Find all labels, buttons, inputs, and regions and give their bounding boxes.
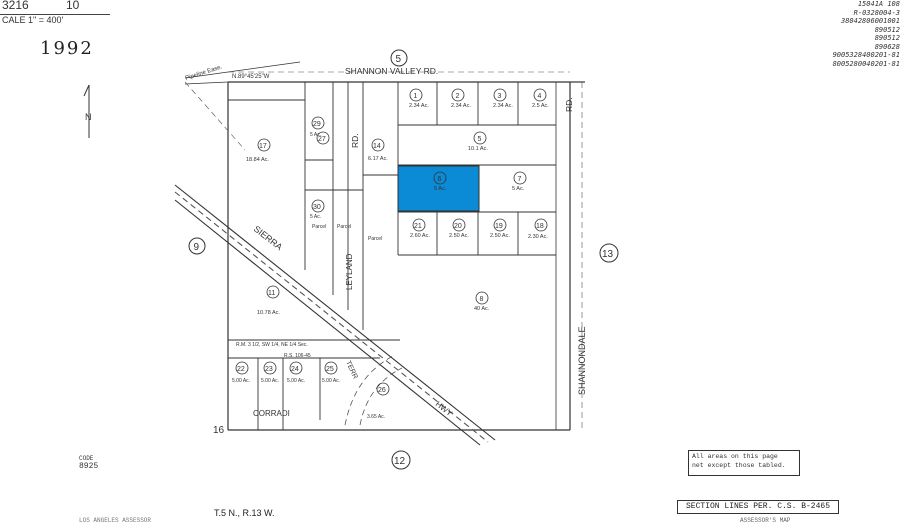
code-label: CODE [79,455,94,462]
shannon-valley-road-label: SHANNON VALLEY RD. [345,66,438,76]
reference-item: 15041A 108 [857,0,900,8]
header-bar: 3216 10 [0,0,110,15]
reference-item: R-0328004-3 [853,8,900,17]
parcel-area: 18.84 Ac. [246,157,269,163]
parcel-number: 25 [326,366,334,373]
record-map-label: R.M. 3 1/2, SW 1/4, NE 1/4 Sec. [236,342,308,348]
scale-label: CALE 1" = 400' [2,15,64,25]
parcel-number: 1 [414,93,418,100]
section-boundary [227,81,585,431]
parcel-number: 17 [259,143,267,150]
parcel-area: 6.17 Ac. [368,156,388,162]
parcel-number: 14 [373,143,381,150]
terr-label: TERR [344,360,358,380]
parcel-area: 10.78 Ac. [257,310,280,316]
parcel-area: 5 Ac. [512,186,525,192]
sierra-highway [174,184,496,446]
sierra-label: SIERRA [252,224,285,253]
parcel-number: 27 [318,136,326,143]
parcel-area: 5 Ac. [310,214,321,220]
parcel-area: 2.34 Ac. [409,103,429,109]
reference-list: 15041A 108 R-0328004-3 38042806001001 89… [790,0,900,68]
reference-item: 890628 [874,42,900,51]
parcel-labels: 1 2.34 Ac. 2 2.34 Ac. 3 2.34 Ac. 4 2.5 A… [232,88,549,420]
parcel-number: 11 [268,290,275,297]
parcel-area: 2.5 Ac. [532,103,549,109]
section-number: 9 [194,242,200,253]
parcel-number: 18 [536,223,544,230]
section-markers: 5 9 13 12 16 [188,49,619,470]
parcel-number: 23 [265,366,273,373]
book-number: 3216 [2,0,29,12]
north-label: N [85,112,92,122]
parcel-note: Parcel [368,236,382,242]
parcel-number: 2 [456,93,460,100]
township-label: T.5 N., R.13 W. [214,508,275,518]
parcel-area: 2.34 Ac. [451,103,471,109]
parcel-number: 21 [414,223,422,230]
parcel-note: Parcel [312,224,326,230]
parcel-area: 5 Ac. [310,132,321,138]
bearing-label: N.89°45'25"W [232,74,270,80]
section-number: 13 [602,249,614,260]
year-label: 1992 [40,38,94,59]
reference-item: 890512 [874,34,900,42]
section-corner-number: 16 [213,425,225,436]
note-line: net except those tabled. [692,462,786,469]
section-number: 5 [396,54,402,65]
parcel-number: 24 [291,366,299,373]
reference-item: 890512 [874,25,900,34]
parcel-area: 5.00 Ac. [287,378,305,384]
highlighted-parcel[interactable] [397,165,480,212]
parcel-number: 8 [480,296,484,303]
reference-item: 38042806001001 [840,17,900,25]
road-east-label: RD. [564,97,574,112]
parcel-area: 40 Ac. [474,306,490,312]
north-arrow-icon: N [83,84,92,138]
section-lines-note: SECTION LINES PER. C.S. B-2465 [677,500,839,514]
parcel-number: 3 [498,93,502,100]
record-survey-label: R.S. 106-45 [284,353,311,359]
parcel-area: 2.60 Ac. [410,233,430,239]
corradi-label: CORRADI [253,409,290,418]
parcel-lines [228,82,556,430]
parcel-area: 5.00 Ac. [232,378,250,384]
parcel-area: 5.00 Ac. [322,378,340,384]
parcel-number: 19 [495,223,503,230]
parcel-area: 2.50 Ac. [490,233,510,239]
parcel-number: 30 [313,204,321,211]
parcel-number: 26 [378,387,386,394]
footer-label: LOS ANGELES ASSESSOR [79,517,152,524]
parcel-number: 20 [454,223,462,230]
road-west-label: RD. [350,133,360,148]
leyland-label: LEYLAND [345,253,354,290]
reference-item: 9005328400201-81 [832,51,900,59]
shannondale-label: SHANNONDALE [577,326,587,395]
parcel-area: 5 Ac. [434,186,447,192]
note-line: All areas on this page [692,453,778,460]
code-value: 8925 [79,462,99,471]
assessor-label: ASSESSOR'S MAP [740,517,791,524]
parcel-number: 5 [478,136,482,143]
parcel-number: 4 [538,93,542,100]
parcel-area: 3.65 Ac. [367,414,385,420]
parcel-area: 2.30 Ac. [528,234,548,240]
parcel-number: 6 [438,176,442,183]
parcel-note: Parcel [337,224,351,230]
reference-item: 8005280040201-81 [832,59,900,68]
parcel-number: 22 [237,366,245,373]
parcel-area: 2.34 Ac. [493,103,513,109]
page-number: 10 [66,0,80,12]
section-number: 12 [394,456,406,467]
parcel-area: 5.00 Ac. [261,378,279,384]
area-note-box: All areas on this page net except those … [688,450,800,476]
parcel-number: 29 [313,121,321,128]
parcel-area: 2.50 Ac. [449,233,469,239]
parcel-number: 7 [518,176,522,183]
parcel-area: 10.1 Ac. [468,146,488,152]
